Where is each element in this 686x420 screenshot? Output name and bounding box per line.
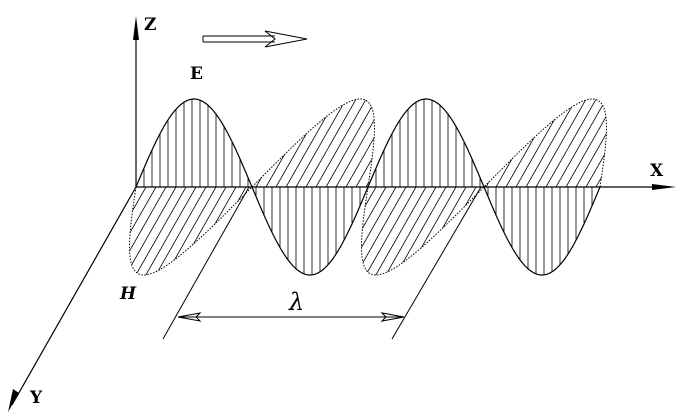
h-hatch-line bbox=[365, 99, 527, 275]
h-hatch-line bbox=[225, 99, 387, 275]
x-axis-label: X bbox=[650, 161, 664, 181]
h-hatch-line bbox=[315, 99, 477, 275]
h-hatch-line bbox=[405, 99, 567, 275]
h-hatch-line bbox=[285, 99, 447, 275]
h-hatch-line bbox=[445, 99, 607, 275]
electric-field-label: E bbox=[190, 64, 203, 84]
z-axis-label: Z bbox=[144, 15, 156, 35]
h-hatch-line bbox=[475, 99, 607, 275]
y-axis-arrowhead bbox=[8, 389, 19, 412]
wavelength-arrowhead-right-icon bbox=[380, 312, 405, 322]
h-hatch-line bbox=[265, 99, 427, 275]
h-hatch-line bbox=[355, 99, 517, 275]
h-hatch-line bbox=[425, 99, 587, 275]
wavelength-marker bbox=[162, 186, 482, 340]
h-hatch-line bbox=[325, 99, 487, 275]
h-hatch-line bbox=[215, 99, 377, 275]
h-hatch-line bbox=[275, 99, 437, 275]
wavelength-label: λ bbox=[288, 288, 304, 316]
z-axis-arrowhead bbox=[133, 16, 139, 40]
h-hatch-line bbox=[505, 99, 607, 275]
h-hatch-line bbox=[375, 99, 537, 275]
wavelength-tick-left bbox=[162, 186, 250, 340]
wavelength-arrowhead-left-icon bbox=[177, 312, 202, 322]
h-hatch-line bbox=[129, 99, 227, 275]
magnetic-field-wave bbox=[129, 98, 607, 276]
h-hatch-line bbox=[395, 99, 557, 275]
h-hatch-line bbox=[255, 99, 417, 275]
h-hatch-line bbox=[165, 99, 327, 275]
h-hatch-line bbox=[129, 99, 267, 275]
h-hatch-line bbox=[145, 99, 307, 275]
y-axis bbox=[11, 186, 137, 406]
h-hatch-line bbox=[205, 99, 367, 275]
h-hatch-line bbox=[335, 99, 497, 275]
h-hatch-line bbox=[465, 99, 607, 275]
h-hatch-line bbox=[235, 99, 397, 275]
h-hatch-line bbox=[129, 99, 257, 275]
h-hatch-line bbox=[305, 99, 467, 275]
h-hatch-line bbox=[435, 99, 597, 275]
magnetic-field-label: H bbox=[119, 284, 137, 304]
y-axis-label: Y bbox=[29, 388, 43, 408]
h-hatch-line bbox=[185, 99, 347, 275]
propagation-arrow-icon bbox=[202, 30, 308, 48]
h-hatch-line bbox=[129, 99, 247, 275]
h-hatch-line bbox=[295, 99, 457, 275]
h-hatch-line bbox=[345, 99, 507, 275]
h-hatch-line bbox=[485, 99, 607, 275]
h-hatch-line bbox=[135, 99, 297, 275]
h-hatch-line bbox=[195, 99, 357, 275]
h-hatch-line bbox=[129, 99, 287, 275]
h-hatch-line bbox=[155, 99, 317, 275]
h-hatch-line bbox=[495, 99, 607, 275]
h-hatch-line bbox=[245, 99, 407, 275]
h-hatch-line bbox=[175, 99, 337, 275]
h-hatch-line bbox=[415, 99, 577, 275]
h-hatch-line bbox=[129, 99, 237, 275]
h-hatch-line bbox=[129, 99, 277, 275]
h-hatch-line bbox=[455, 99, 607, 275]
h-hatch-line bbox=[385, 99, 547, 275]
x-axis-arrowhead bbox=[652, 184, 676, 190]
wavelength-tick-right bbox=[391, 186, 482, 340]
h-hatch-line bbox=[515, 99, 607, 275]
